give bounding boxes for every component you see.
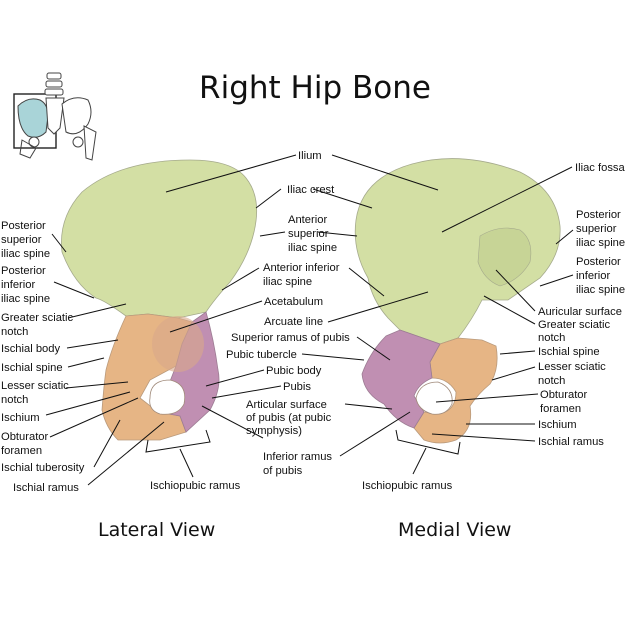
label-medial-posterior-inferior-iliac-spine: Posterior inferior iliac spine bbox=[576, 256, 625, 296]
label-superior-ramus-of-pubis: Superior ramus of pubis bbox=[231, 332, 350, 344]
label-lateral-ischiopubic-ramus: Ischiopubic ramus bbox=[150, 480, 241, 492]
anatomy-labels: Ilium Iliac crest Iliac fossa Posterior … bbox=[1, 150, 626, 494]
medial-ilium-region bbox=[354, 158, 561, 345]
medial-view-caption: Medial View bbox=[398, 519, 512, 541]
medial-obturator-foramen-shape bbox=[415, 381, 453, 415]
label-auricular-surface: Auricular surface bbox=[538, 306, 622, 318]
label-medial-ischiopubic-ramus: Ischiopubic ramus bbox=[362, 480, 453, 492]
label-acetabulum: Acetabulum bbox=[264, 296, 323, 308]
label-ilium: Ilium bbox=[298, 150, 322, 162]
label-lateral-posterior-inferior-iliac-spine: Posterior inferior iliac spine bbox=[1, 265, 50, 305]
lateral-obturator-foramen-shape bbox=[149, 379, 186, 415]
label-pubic-body: Pubic body bbox=[266, 365, 322, 377]
label-iliac-fossa: Iliac fossa bbox=[575, 162, 626, 174]
medial-auricular-surface-shape bbox=[477, 227, 532, 287]
label-lateral-lesser-sciatic-notch: Lesser sciatic notch bbox=[1, 380, 72, 406]
lateral-hip-bone bbox=[61, 159, 258, 441]
label-articular-surface-of-pubis: Articular surface of pubis (at pubic sym… bbox=[246, 399, 334, 437]
label-lateral-posterior-superior-iliac-spine: Posterior superior iliac spine bbox=[1, 220, 50, 260]
diagram-title: Right Hip Bone bbox=[199, 70, 431, 106]
label-anterior-superior-iliac-spine: Anterior superior iliac spine bbox=[288, 214, 337, 254]
label-lateral-ischium: Ischium bbox=[1, 412, 40, 424]
lateral-view-caption: Lateral View bbox=[98, 519, 216, 541]
leader-lines bbox=[45, 154, 574, 486]
label-medial-obturator-foramen: Obturator foramen bbox=[540, 389, 590, 415]
pelvis-thumbnail-icon bbox=[13, 72, 97, 161]
lateral-ilium-region bbox=[61, 159, 258, 319]
label-arcuate-line: Arcuate line bbox=[264, 316, 323, 328]
label-medial-greater-sciatic-notch: Greater sciatic notch bbox=[538, 319, 613, 344]
label-ischial-tuberosity: Ischial tuberosity bbox=[1, 462, 85, 474]
label-lateral-ischial-ramus: Ischial ramus bbox=[13, 482, 79, 494]
label-medial-posterior-superior-iliac-spine: Posterior superior iliac spine bbox=[576, 209, 625, 249]
label-inferior-ramus-of-pubis: Inferior ramus of pubis bbox=[263, 451, 335, 477]
label-lateral-ischial-spine: Ischial spine bbox=[1, 362, 63, 374]
lateral-acetabulum-shape bbox=[152, 316, 204, 372]
label-lateral-greater-sciatic-notch: Greater sciatic notch bbox=[1, 312, 76, 338]
label-lateral-obturator-foramen: Obturator foramen bbox=[1, 431, 51, 457]
label-ischial-body: Ischial body bbox=[1, 343, 60, 355]
label-medial-ischium: Ischium bbox=[538, 419, 577, 431]
label-medial-ischial-ramus: Ischial ramus bbox=[538, 436, 604, 448]
label-anterior-inferior-iliac-spine: Anterior inferior iliac spine bbox=[263, 262, 343, 288]
label-pubis: Pubis bbox=[283, 381, 311, 393]
label-medial-lesser-sciatic-notch: Lesser sciatic notch bbox=[538, 361, 609, 387]
medial-ischium-region bbox=[413, 337, 498, 444]
label-medial-ischial-spine: Ischial spine bbox=[538, 346, 600, 358]
label-iliac-crest: Iliac crest bbox=[287, 184, 335, 196]
label-pubic-tubercle: Pubic tubercle bbox=[226, 349, 297, 361]
medial-hip-bone bbox=[354, 158, 561, 444]
